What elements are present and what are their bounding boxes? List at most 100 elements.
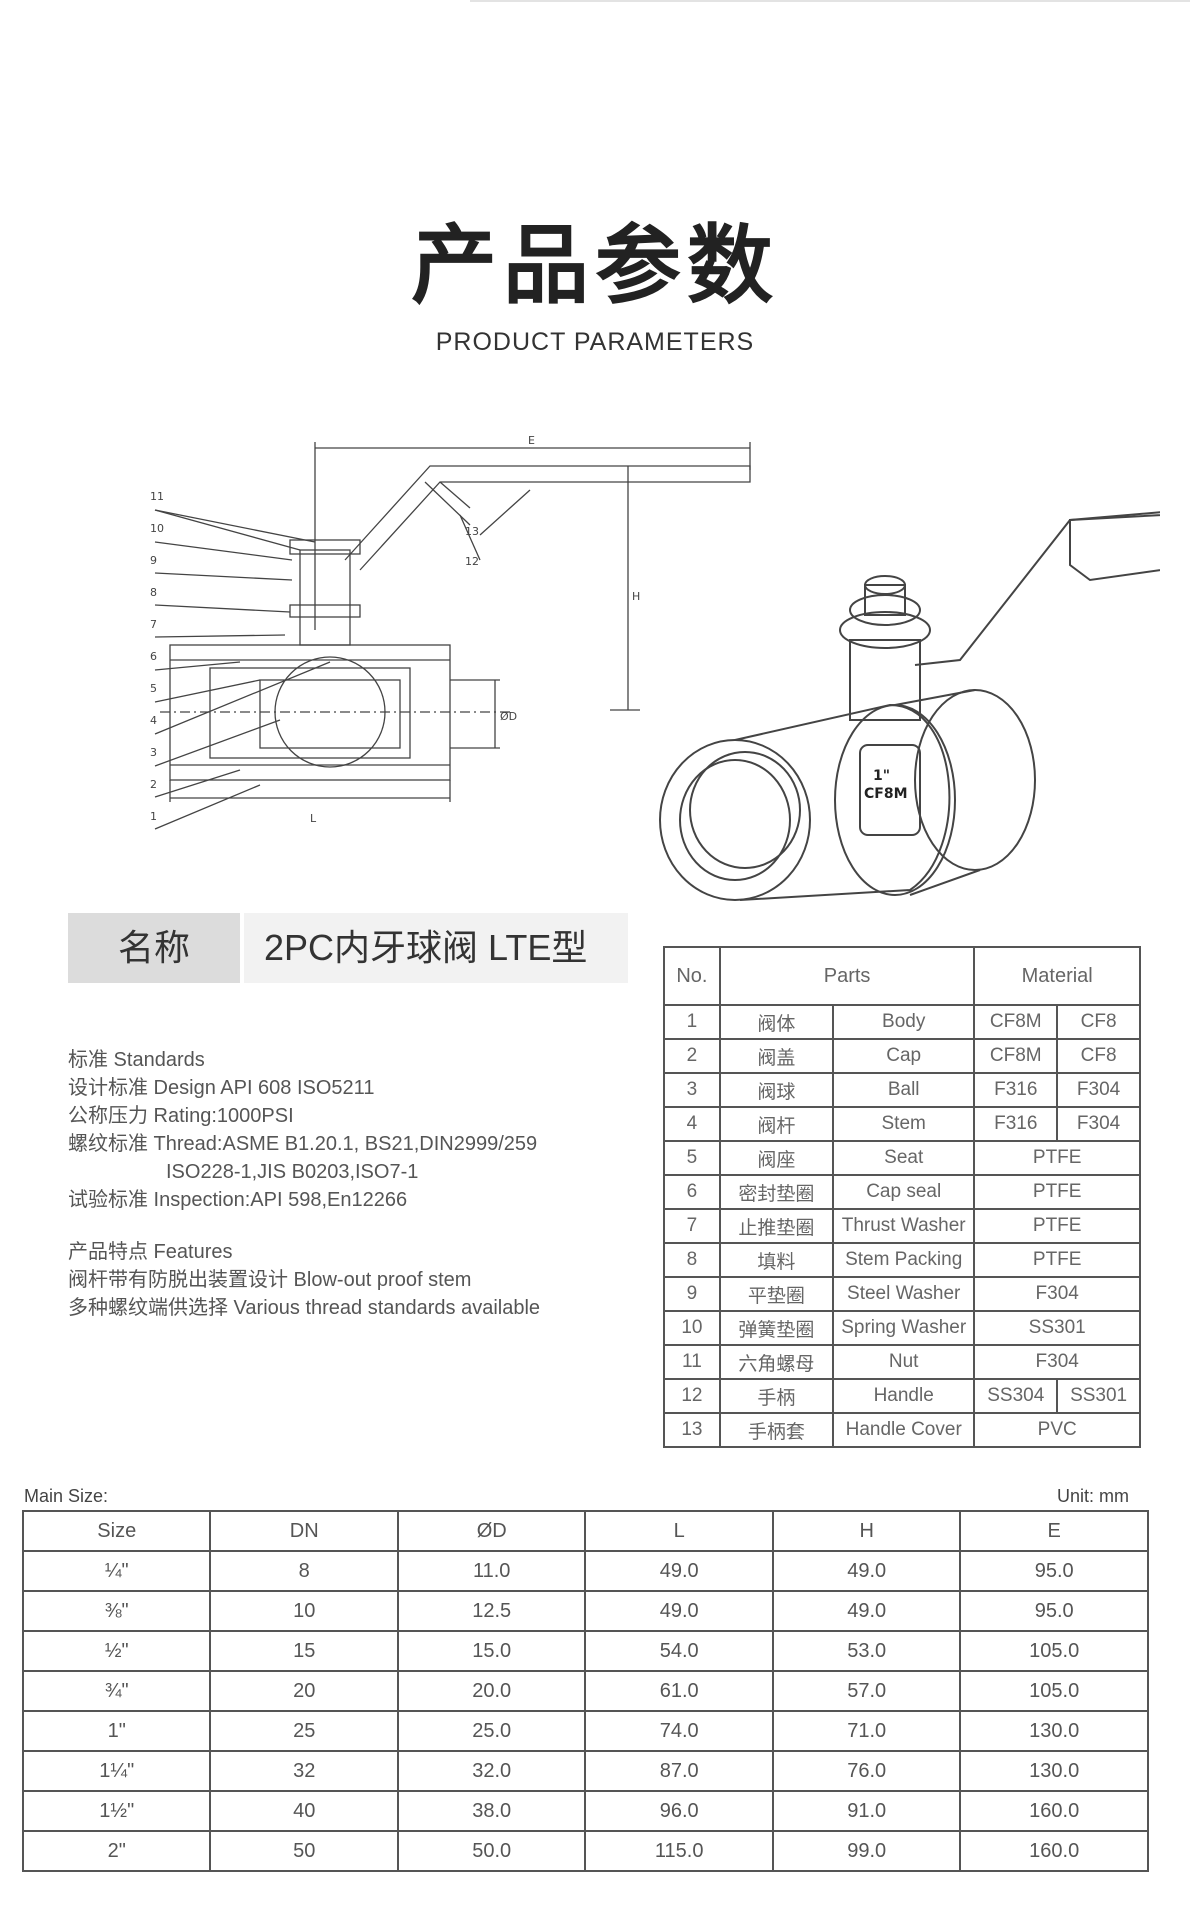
size-cell: 57.0 [771, 1670, 962, 1712]
part-no: 13 [663, 1412, 721, 1448]
callout-3: 3 [150, 746, 157, 759]
part-name-en: Body [831, 1004, 976, 1040]
size-cell: 8 [209, 1550, 399, 1592]
valve-section-drawing: 11 10 9 8 7 6 5 4 3 2 1 13 12 E H L ØD [150, 434, 751, 830]
part-material-alt: F304 [1056, 1106, 1141, 1142]
part-name-en: Nut [831, 1344, 976, 1380]
part-no: 11 [663, 1344, 721, 1380]
dim-l: L [310, 812, 317, 825]
size-cell: 10 [209, 1590, 399, 1632]
spec-line: 标准 Standards [68, 1049, 205, 1071]
size-cell: 25 [209, 1710, 399, 1752]
parts-header-no: No. [663, 946, 721, 1006]
size-cell: 1" [21, 1710, 212, 1752]
page-subtitle: PRODUCT PARAMETERS [435, 328, 755, 356]
part-name-cn: 弹簧垫圈 [718, 1310, 835, 1346]
size-cell: 20.0 [396, 1670, 587, 1712]
part-material: F304 [973, 1344, 1141, 1380]
part-name-cn: 平垫圈 [718, 1276, 835, 1312]
marking-size: 1" [873, 768, 890, 784]
size-header: ØD [396, 1510, 587, 1552]
size-cell: 95.0 [959, 1590, 1149, 1632]
callout-9: 9 [150, 554, 157, 567]
part-name-cn: 阀球 [718, 1072, 835, 1108]
spec-line: 螺纹标准 Thread:ASME B1.20.1, BS21,DIN2999/2… [68, 1133, 538, 1155]
part-name-en: Spring Washer [831, 1310, 976, 1346]
size-cell: 91.0 [771, 1790, 962, 1832]
part-material-alt: CF8 [1056, 1004, 1141, 1040]
size-cell: 130.0 [959, 1750, 1149, 1792]
size-table-title: Main Size: [24, 1486, 109, 1506]
size-cell: ½" [21, 1630, 212, 1672]
part-material-alt: F304 [1056, 1072, 1141, 1108]
size-header: H [771, 1510, 962, 1552]
part-name-cn: 六角螺母 [718, 1344, 835, 1380]
part-name-cn: 阀杆 [718, 1106, 835, 1142]
callout-7: 7 [150, 618, 157, 631]
callout-12: 12 [465, 555, 479, 568]
part-name-cn: 手柄 [718, 1378, 835, 1414]
size-cell: 160.0 [959, 1830, 1149, 1872]
product-name-value: 2PC内牙球阀 LTE型 [244, 913, 628, 983]
size-cell: 50.0 [396, 1830, 587, 1872]
size-cell: 76.0 [771, 1750, 962, 1792]
part-material: SS304 [973, 1378, 1059, 1414]
size-cell: 32.0 [396, 1750, 587, 1792]
part-material-alt: CF8 [1056, 1038, 1141, 1074]
valve-illustration: 1" CF8M [659, 511, 1160, 901]
part-material: PTFE [973, 1208, 1141, 1244]
spec-line: 设计标准 Design API 608 ISO5211 [68, 1077, 375, 1099]
part-no: 3 [663, 1072, 721, 1108]
part-material: PTFE [973, 1140, 1141, 1176]
callout-5: 5 [150, 682, 157, 695]
part-no: 9 [663, 1276, 721, 1312]
size-cell: 1¼" [21, 1750, 212, 1792]
product-name-box: 名称 2PC内牙球阀 LTE型 [68, 913, 628, 983]
part-name-cn: 阀盖 [718, 1038, 835, 1074]
dim-e: E [528, 434, 535, 447]
callout-13: 13 [465, 525, 479, 538]
parts-header-material: Material [973, 946, 1141, 1006]
product-name-label: 名称 [68, 913, 240, 983]
size-cell: 20 [209, 1670, 399, 1712]
part-material: F304 [973, 1276, 1141, 1312]
callout-10: 10 [150, 522, 164, 535]
part-material: F316 [973, 1106, 1059, 1142]
size-cell: 160.0 [959, 1790, 1149, 1832]
size-cell: 61.0 [584, 1670, 774, 1712]
part-material: PTFE [973, 1174, 1141, 1210]
size-cell: 49.0 [584, 1590, 774, 1632]
size-cell: ¼" [21, 1550, 212, 1592]
part-material: CF8M [973, 1004, 1059, 1040]
size-cell: 87.0 [584, 1750, 774, 1792]
callout-1: 1 [150, 810, 157, 823]
size-cell: ¾" [21, 1670, 212, 1712]
part-name-cn: 密封垫圈 [718, 1174, 835, 1210]
size-cell: 11.0 [396, 1550, 587, 1592]
spec-line: ISO228-1,JIS B0203,ISO7-1 [166, 1161, 419, 1183]
size-header: DN [209, 1510, 399, 1552]
size-cell: 74.0 [584, 1710, 774, 1752]
part-name-en: Seat [831, 1140, 976, 1176]
size-header: L [584, 1510, 774, 1552]
dim-od: ØD [500, 710, 517, 723]
size-header: Size [21, 1510, 212, 1552]
size-cell: 40 [209, 1790, 399, 1832]
size-cell: 130.0 [959, 1710, 1149, 1752]
part-name-en: Thrust Washer [831, 1208, 976, 1244]
part-name-en: Handle [831, 1378, 976, 1414]
size-cell: 38.0 [396, 1790, 587, 1832]
part-name-cn: 手柄套 [718, 1412, 835, 1448]
part-no: 12 [663, 1378, 721, 1414]
